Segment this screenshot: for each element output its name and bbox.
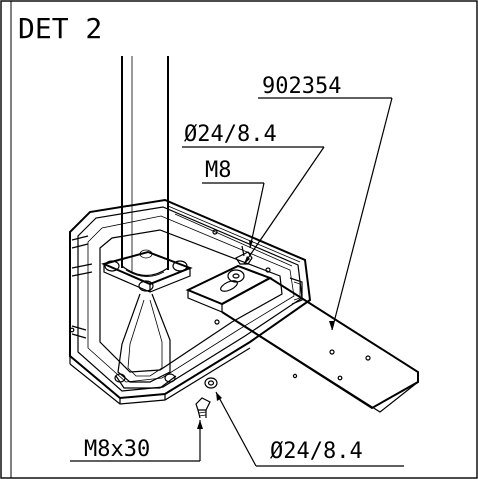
bolt-m8x30	[195, 397, 211, 419]
post-base-block	[100, 249, 193, 293]
base-plate	[69, 198, 312, 405]
post	[121, 56, 169, 277]
callout-nut: M8	[205, 158, 232, 183]
callout-bolt: M8x30	[84, 437, 150, 462]
leader-lines	[70, 97, 404, 467]
callout-washer-top: Ø24/8.4	[184, 122, 277, 147]
washer-bottom	[204, 377, 218, 389]
callout-part-number: 902354	[262, 74, 341, 99]
detail-title: DET 2	[18, 12, 102, 45]
nut-washer-top	[227, 245, 253, 283]
bracket-902354	[185, 264, 419, 413]
support-fin	[114, 293, 177, 389]
callout-washer-bottom: Ø24/8.4	[270, 439, 363, 464]
